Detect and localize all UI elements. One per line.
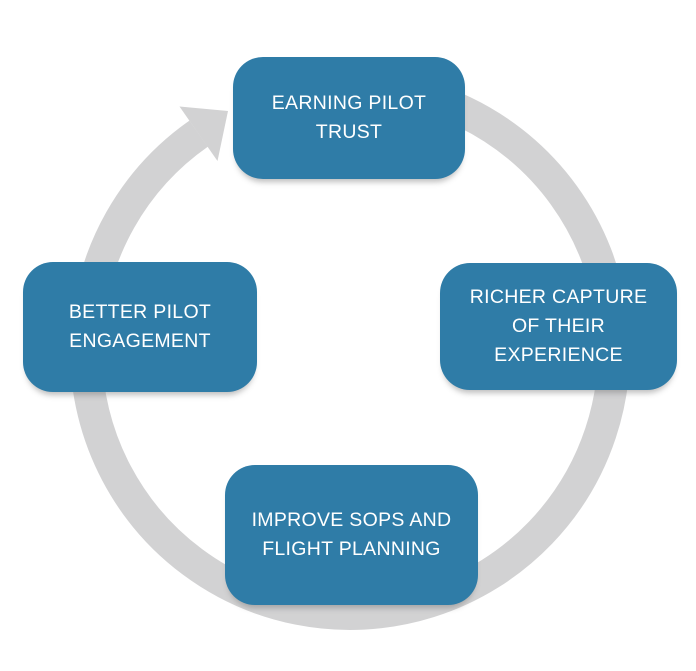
cycle-node-label: BETTER PILOT ENGAGEMENT <box>68 301 212 352</box>
cycle-node-earning-pilot-trust: EARNING PILOT TRUST <box>233 57 465 179</box>
cycle-node-label: EARNING PILOT TRUST <box>271 92 427 143</box>
cycle-node-richer-capture: RICHER CAPTURE OF THEIR EXPERIENCE <box>440 263 677 390</box>
cycle-node-label: IMPROVE SOPS AND FLIGHT PLANNING <box>251 509 452 560</box>
cycle-node-better-engagement: BETTER PILOT ENGAGEMENT <box>23 262 257 392</box>
cycle-arrow-head-icon <box>179 106 228 161</box>
cycle-node-improve-sops: IMPROVE SOPS AND FLIGHT PLANNING <box>225 465 478 605</box>
cycle-node-label: RICHER CAPTURE OF THEIR EXPERIENCE <box>469 286 648 366</box>
